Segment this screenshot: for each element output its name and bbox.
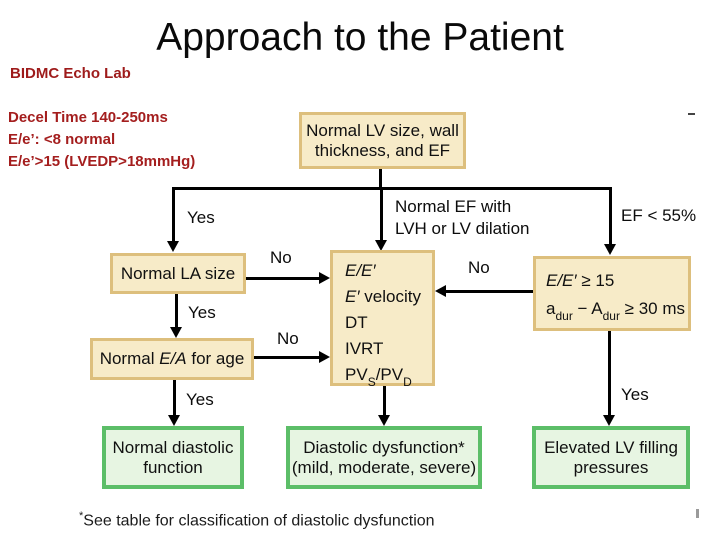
edge-label-no-right: No [468, 258, 490, 277]
arrowhead-down-icon [168, 415, 180, 426]
measure-e-velocity: E′ velocity [345, 287, 421, 306]
arrowhead-right-icon [319, 351, 330, 363]
connector-branch-middle [380, 187, 383, 240]
note-ee-normal: E/e’: <8 normal [8, 131, 116, 148]
outcome-dysfunction-line2: (mild, moderate, severe) [291, 457, 477, 477]
node-normal-ea-label: Normal E/A for age [99, 349, 245, 368]
edge-label-ef55: EF < 55% [621, 206, 697, 225]
connector-right-no [446, 290, 533, 293]
outcome-dysfunction-line1: Diastolic dysfunction* [303, 437, 465, 457]
outcome-normal-line2: function [143, 457, 203, 477]
edge-label-normal-ef-line1: Normal EF with [395, 197, 512, 216]
edge-label-yes-ea: Yes [186, 390, 214, 409]
measure-pv-ratio: PVS/PVD [345, 365, 412, 390]
edge-label-yes-top: Yes [187, 208, 215, 227]
footnote-text: See table for classification of diastoli… [83, 512, 435, 530]
connector-top-stem [379, 167, 382, 190]
page-title: Approach to the Patient [156, 16, 564, 59]
outcome-normal-line1: Normal diastolic [112, 437, 234, 457]
edge-label-no-ea: No [277, 329, 299, 348]
edge-label-no-la: No [270, 248, 292, 267]
edge-label-normal-ef: Normal EF with LVH or LV dilation [395, 196, 530, 240]
artifact-dash [688, 113, 695, 115]
edge-label-yes-la: Yes [188, 303, 216, 322]
node-ee-ge-15: E/E′ ≥ 15 adur − Adur ≥ 30 ms [533, 256, 691, 331]
outcome-diastolic-dysfunction: Diastolic dysfunction* (mild, moderate, … [286, 426, 482, 489]
measure-ee-ratio: E/E′ [345, 261, 376, 280]
arrowhead-down-icon [170, 327, 182, 338]
measure-dt: DT [345, 313, 368, 332]
node-normal-lv-line2: thickness, and EF [314, 140, 451, 160]
annotation-notes: Decel Time 140-250ms E/e’: <8 normal E/e… [8, 107, 195, 173]
node-normal-la-size: Normal LA size [110, 253, 246, 294]
node-normal-la-label: Normal LA size [120, 263, 236, 283]
note-decel-time: Decel Time 140-250ms [8, 109, 168, 126]
arrowhead-left-icon [435, 285, 446, 297]
artifact-tick [696, 509, 699, 518]
arrowhead-down-icon [604, 244, 616, 255]
footnote: *See table for classification of diastol… [79, 510, 435, 530]
arrowhead-down-icon [378, 415, 390, 426]
arrowhead-down-icon [167, 241, 179, 252]
footnote-asterisk: * [79, 510, 84, 522]
connector-branch-right [609, 187, 612, 244]
connector-branch-left [172, 187, 175, 241]
arrowhead-down-icon [603, 415, 615, 426]
note-ee-elevated: E/e’>15 (LVEDP>18mmHg) [8, 153, 196, 170]
outcome-elevated-pressures: Elevated LV filling pressures [532, 426, 690, 489]
node-doppler-measures: E/E′ E′ velocity DT IVRT PVS/PVD [330, 250, 435, 390]
connector-la-yes [175, 294, 178, 328]
node-normal-lv-line1: Normal LV size, wall [306, 120, 459, 140]
edge-label-normal-ef-line2: LVH or LV dilation [395, 219, 530, 238]
measure-ivrt: IVRT [345, 339, 384, 358]
connector-right-yes [608, 331, 611, 415]
node-normal-ea: Normal E/A for age [90, 338, 254, 380]
outcome-elevated-line1: Elevated LV filling [544, 437, 678, 457]
connector-la-no [245, 277, 319, 280]
arrowhead-right-icon [319, 272, 330, 284]
criterion-ee15: E/E′ ≥ 15 [546, 271, 615, 290]
node-normal-lv: Normal LV size, wall thickness, and EF [299, 112, 466, 169]
connector-mid-down [383, 386, 386, 415]
edge-label-yes-right: Yes [621, 385, 649, 404]
connector-branch-rail [172, 187, 612, 190]
connector-ea-yes [173, 380, 176, 415]
lab-subtitle: BIDMC Echo Lab [10, 65, 131, 82]
criterion-adur: adur − Adur ≥ 30 ms [546, 299, 686, 324]
connector-ea-no [253, 356, 319, 359]
arrowhead-down-icon [375, 240, 387, 251]
outcome-normal-diastolic: Normal diastolic function [102, 426, 244, 489]
outcome-elevated-line2: pressures [573, 457, 649, 477]
